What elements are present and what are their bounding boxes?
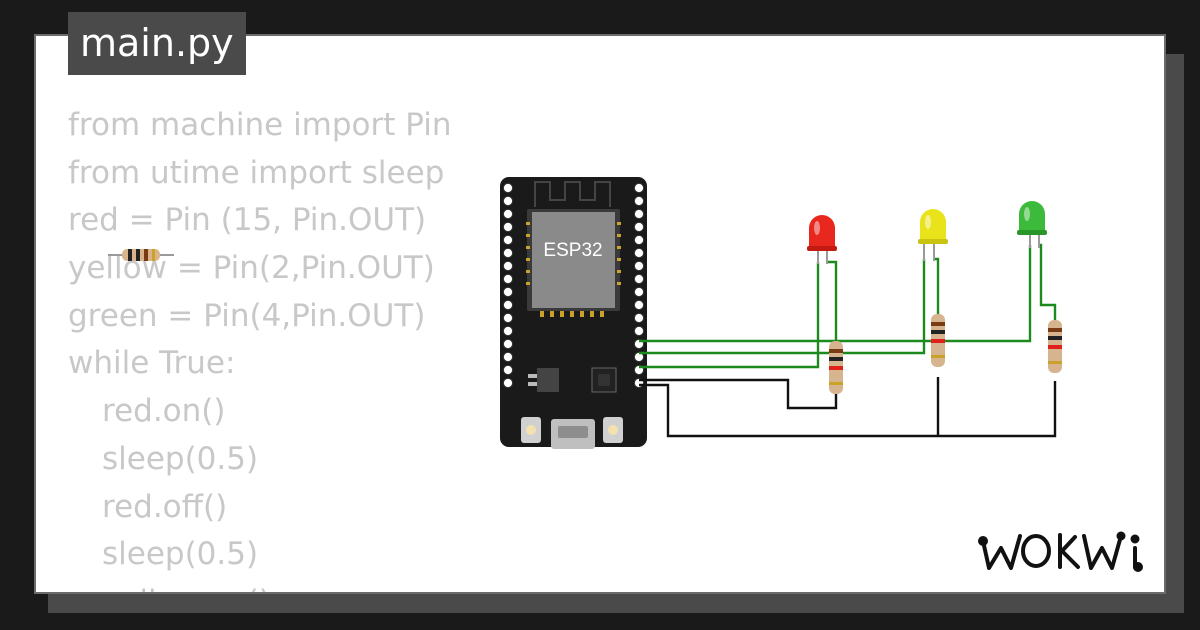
resistor-yellow[interactable] <box>931 314 945 367</box>
led-green[interactable] <box>1017 201 1047 248</box>
code-line: red.on() <box>102 393 226 430</box>
wokwi-logo <box>978 531 1143 572</box>
file-tab[interactable]: main.py <box>68 12 246 75</box>
code-line: sleep(0.5) <box>102 536 259 573</box>
resistor-green[interactable] <box>1048 320 1062 373</box>
led-red[interactable] <box>807 215 837 264</box>
code-line: green = Pin(4,Pin.OUT) <box>68 297 426 334</box>
resistor-red[interactable] <box>829 341 843 394</box>
code-editor: from machine import Pin from utime impor… <box>68 102 452 592</box>
code-line: from machine import Pin <box>68 107 452 143</box>
code-line: yellow.on() <box>68 579 452 592</box>
code-line: sleep(0.5) <box>102 440 259 477</box>
code-line: yellow = Pin(2,Pin.OUT) <box>68 250 435 287</box>
led-yellow[interactable] <box>918 209 948 261</box>
code-line: from utime import sleep <box>68 154 445 191</box>
esp32-board[interactable]: ESP32 <box>500 177 647 449</box>
code-line: red = Pin (15, Pin.OUT) <box>68 202 427 239</box>
signal-wires[interactable] <box>639 243 1057 369</box>
ground-wires[interactable] <box>639 377 1057 438</box>
stray-resistor[interactable] <box>108 248 174 262</box>
code-line: while True: <box>68 345 236 382</box>
chip-label: ESP32 <box>543 240 602 261</box>
code-line: red.off() <box>102 488 228 525</box>
